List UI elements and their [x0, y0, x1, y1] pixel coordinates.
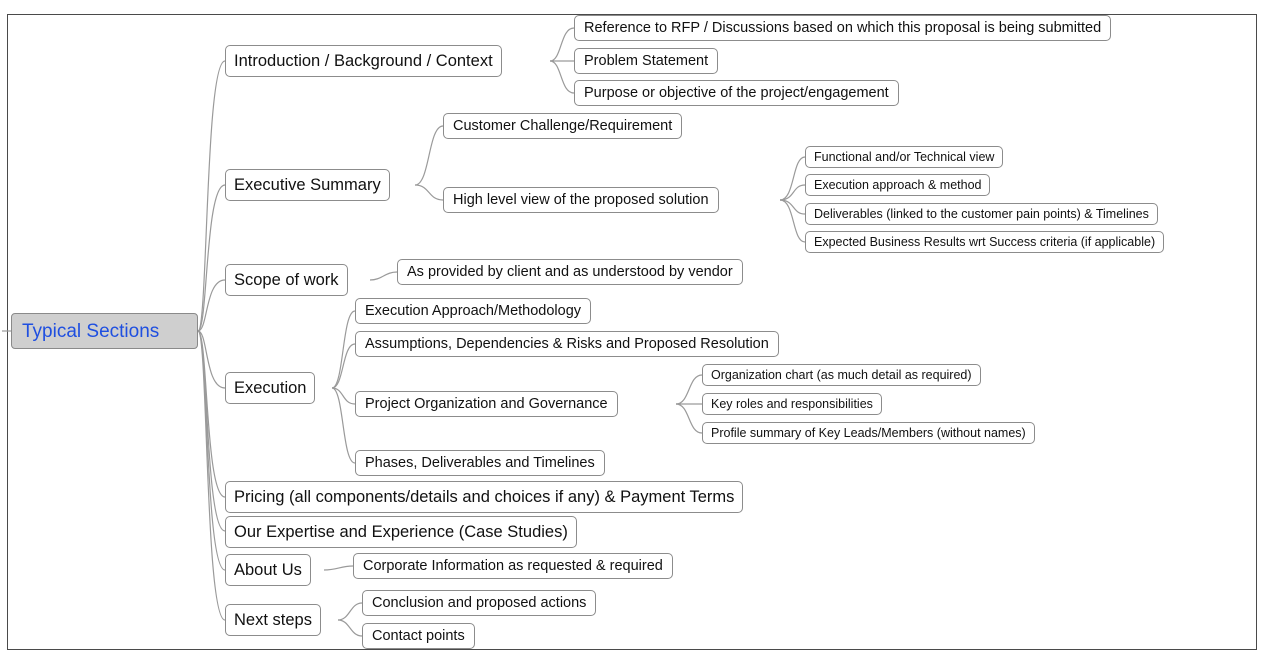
subtopic-corporate-info[interactable]: Corporate Information as requested & req…	[353, 553, 673, 579]
root-node[interactable]: Typical Sections	[11, 313, 198, 349]
subtopic-high-level-view[interactable]: High level view of the proposed solution	[443, 187, 719, 213]
subtopic-contact-points[interactable]: Contact points	[362, 623, 475, 649]
section-executive-summary[interactable]: Executive Summary	[225, 169, 390, 201]
subtopic-project-organization[interactable]: Project Organization and Governance	[355, 391, 618, 417]
subtopic-rfp-reference[interactable]: Reference to RFP / Discussions based on …	[574, 15, 1112, 41]
subtopic-execution-approach[interactable]: Execution Approach/Methodology	[355, 298, 592, 324]
section-introduction[interactable]: Introduction / Background / Context	[225, 45, 502, 77]
section-next-steps[interactable]: Next steps	[225, 604, 321, 636]
section-about-us[interactable]: About Us	[225, 554, 311, 586]
section-execution[interactable]: Execution	[225, 372, 316, 404]
detail-key-roles[interactable]: Key roles and responsibilities	[702, 393, 882, 415]
subtopic-customer-challenge[interactable]: Customer Challenge/Requirement	[443, 113, 683, 139]
detail-profile-summary[interactable]: Profile summary of Key Leads/Members (wi…	[702, 422, 1035, 444]
subtopic-conclusion[interactable]: Conclusion and proposed actions	[362, 590, 597, 616]
section-expertise[interactable]: Our Expertise and Experience (Case Studi…	[225, 516, 577, 548]
section-scope-of-work[interactable]: Scope of work	[225, 264, 348, 296]
detail-functional-view[interactable]: Functional and/or Technical view	[805, 146, 1004, 168]
section-pricing[interactable]: Pricing (all components/details and choi…	[225, 481, 744, 513]
detail-deliverables[interactable]: Deliverables (linked to the customer pai…	[805, 203, 1158, 225]
subtopic-assumptions[interactable]: Assumptions, Dependencies & Risks and Pr…	[355, 331, 779, 357]
subtopic-purpose[interactable]: Purpose or objective of the project/enga…	[574, 80, 899, 106]
subtopic-phases[interactable]: Phases, Deliverables and Timelines	[355, 450, 605, 476]
detail-organization-chart[interactable]: Organization chart (as much detail as re…	[702, 364, 981, 386]
subtopic-client-scope[interactable]: As provided by client and as understood …	[397, 259, 743, 285]
detail-business-results[interactable]: Expected Business Results wrt Success cr…	[805, 231, 1165, 253]
subtopic-problem-statement[interactable]: Problem Statement	[574, 48, 719, 74]
detail-execution-approach[interactable]: Execution approach & method	[805, 174, 991, 196]
